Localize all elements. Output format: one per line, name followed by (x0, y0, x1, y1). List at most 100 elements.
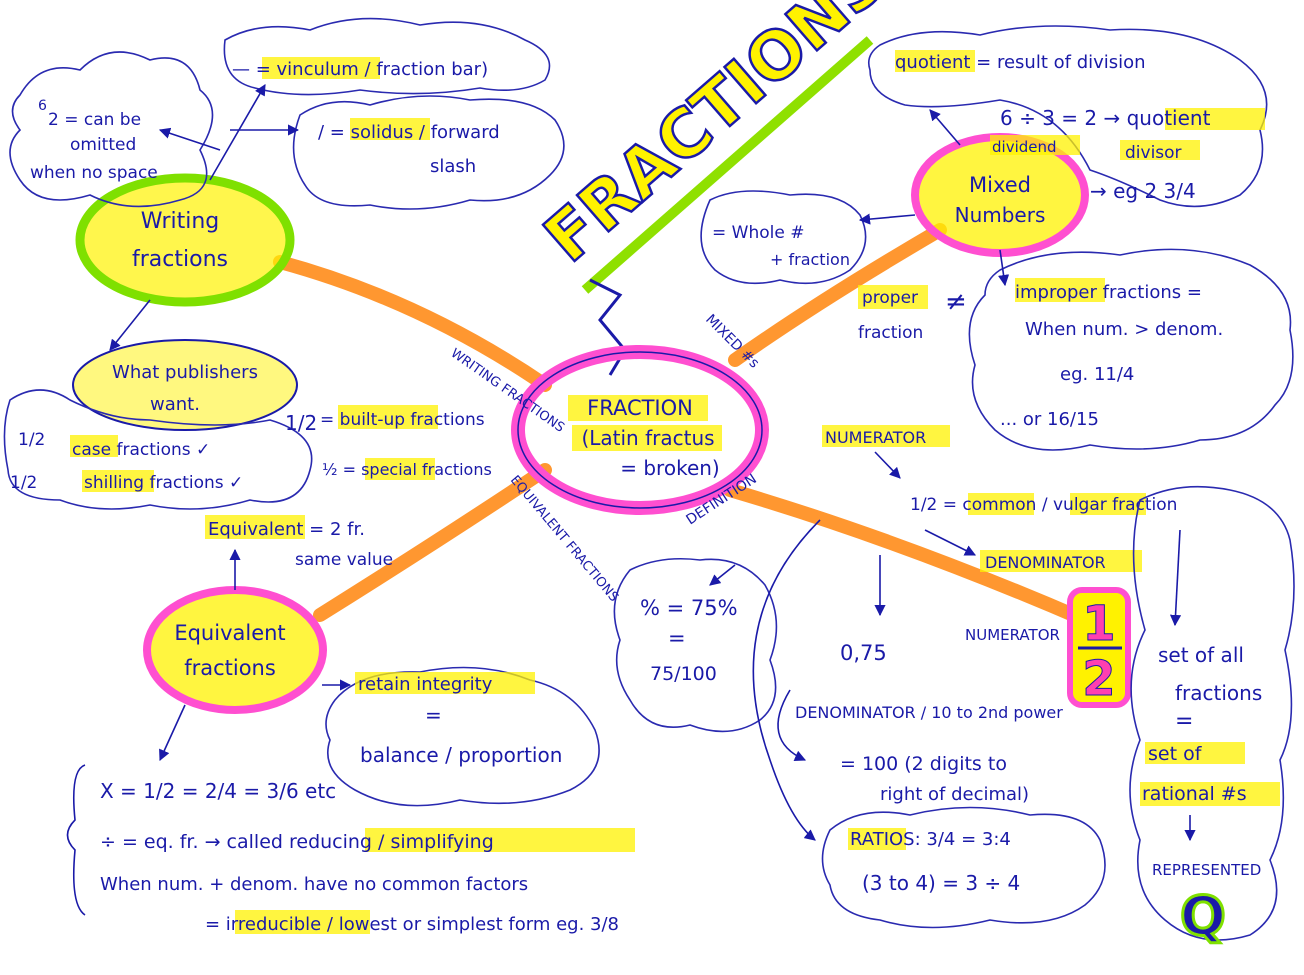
set-eq: = (1175, 709, 1193, 734)
arrow-to-set (1169, 529, 1182, 627)
arrow-to-bottom (159, 704, 186, 762)
improper-line3: eg. 11/4 (1060, 364, 1134, 385)
branch-writing (273, 255, 552, 392)
publishers-node: What publishers want. (72, 339, 298, 431)
bottom-line4: = irreducible / lowest or simplest form … (205, 914, 619, 935)
mixed-node-line2: Numbers (955, 203, 1046, 227)
arrow-to-percent (709, 564, 736, 586)
represented-text: REPRESENTED (1152, 861, 1261, 879)
omit-line3: when no space (30, 163, 158, 183)
cloud-improper (968, 248, 1294, 451)
case-text: case fractions ✓ (72, 440, 210, 460)
hundred-line2: right of decimal) (880, 784, 1029, 805)
writing-node: Writing fractions (75, 173, 295, 307)
ratios-line1: RATIOS: 3/4 = 3:4 (850, 829, 1011, 850)
proper-line2: fraction (858, 323, 923, 343)
arrow-to-vinculum (209, 84, 266, 181)
arrow-to-omitted (158, 127, 221, 151)
denominator-top: DENOMINATOR (985, 553, 1106, 572)
omit-line1: 2 = can be (48, 110, 141, 130)
shilling-text: shilling fractions ✓ (84, 473, 243, 493)
arrow-to-ratios (752, 519, 821, 841)
set-line3: set of (1148, 743, 1203, 765)
retain-text: retain integrity (358, 674, 493, 695)
whole-line1: = Whole # (712, 223, 804, 243)
built-up-text: = built-up fractions (320, 410, 485, 430)
decimal-text: 0,75 (840, 641, 887, 665)
special-text: ½ = special fractions (322, 460, 492, 479)
mixed-node-line1: Mixed (969, 173, 1031, 197)
case-half: 1/2 (18, 430, 45, 450)
bottom-line1: X = 1/2 = 2/4 = 3/6 etc (100, 779, 336, 803)
whole-line2: + fraction (770, 250, 850, 269)
rational-q: Q (1180, 885, 1226, 948)
hundred-line1: = 100 (2 digits to (840, 753, 1007, 775)
set-line2: fractions (1175, 681, 1262, 705)
equivalent-node-line1: Equivalent (174, 621, 285, 645)
improper-line1: improper fractions = (1015, 282, 1202, 303)
center-node: FRACTION (Latin fractus = broken) (511, 345, 769, 515)
big-half: 1 2 (1067, 587, 1131, 708)
arrow-to-hundred (777, 689, 807, 762)
center-title: FRACTION (587, 396, 693, 420)
cloud-quotient (867, 25, 1268, 208)
branch-definition (723, 483, 1092, 627)
shilling-half: 1/2 (10, 473, 37, 493)
set-line1: set of all (1158, 643, 1244, 667)
branch-mixed (728, 223, 947, 367)
numerator-mid: NUMERATOR (965, 626, 1060, 644)
balance-text: balance / proportion (360, 743, 562, 767)
set-line4: rational #s (1142, 783, 1247, 805)
arrow-denominator-top (924, 529, 977, 556)
improper-line4: ... or 16/15 (1000, 409, 1099, 430)
proper-line1: proper (862, 288, 918, 308)
quotient-def: quotient = result of division (895, 52, 1146, 73)
cloud-set (1129, 485, 1295, 941)
center-meaning: = broken) (620, 456, 719, 480)
numerator-top: NUMERATOR (825, 428, 926, 447)
common-text: 1/2 = common / vulgar fraction (910, 495, 1177, 515)
solidus-line1: / = solidus / forward (318, 122, 500, 143)
division-text: 6 ÷ 3 = 2 → quotient (1000, 106, 1211, 130)
mixed-example: → eg 2 3/4 (1090, 179, 1196, 203)
percent-line2: = (668, 626, 686, 650)
publishers-line1: What publishers (112, 362, 258, 383)
branch-equivalent (313, 463, 552, 622)
percent-line3: 75/100 (650, 663, 717, 685)
divisor-text: divisor (1125, 143, 1182, 163)
cloud-ratios (821, 806, 1106, 929)
cloud-vinculum (223, 17, 551, 96)
vinculum-text: — = vinculum / fraction bar) (232, 59, 488, 80)
bottom-line2: ÷ = eq. fr. → called reducing / simplify… (100, 831, 494, 853)
retain-equals: = (425, 703, 442, 727)
cloud-solidus (292, 95, 565, 210)
big-numerator: 1 (1082, 596, 1115, 652)
cloud-whole (700, 190, 867, 285)
built-up-half: 1/2 (285, 411, 317, 435)
arrow-to-publishers (109, 299, 151, 351)
center-latin: (Latin fractus (581, 426, 714, 450)
arrow-numerator-top (874, 451, 901, 479)
solidus-line2: slash (430, 156, 476, 177)
not-equal: ≠ (945, 287, 967, 317)
publishers-line2: want. (150, 394, 200, 415)
bottom-bracket (66, 764, 86, 916)
dividend-text: dividend (992, 138, 1057, 156)
improper-line2: When num. > denom. (1025, 319, 1223, 340)
arrow-to-whole (858, 213, 916, 225)
percent-line1: % = 75% (640, 596, 738, 620)
equivalent-node: Equivalent fractions (143, 586, 327, 714)
omit-line2: omitted (70, 135, 136, 155)
omit-six: 6 (38, 98, 47, 114)
equivalent-node-line2: fractions (184, 656, 276, 680)
cloud-integrity (325, 666, 600, 807)
arrow-mixed-to-quotient (929, 109, 961, 146)
big-denominator: 2 (1082, 651, 1115, 707)
cloud-publishers (3, 389, 313, 510)
title-banner: FRACTIONS (529, 0, 902, 294)
denom-power: DENOMINATOR / 10 to 2nd power (795, 703, 1063, 722)
branches (273, 223, 1092, 627)
equivalent-def-line2: same value (295, 550, 393, 570)
arrow-to-improper (998, 249, 1010, 287)
